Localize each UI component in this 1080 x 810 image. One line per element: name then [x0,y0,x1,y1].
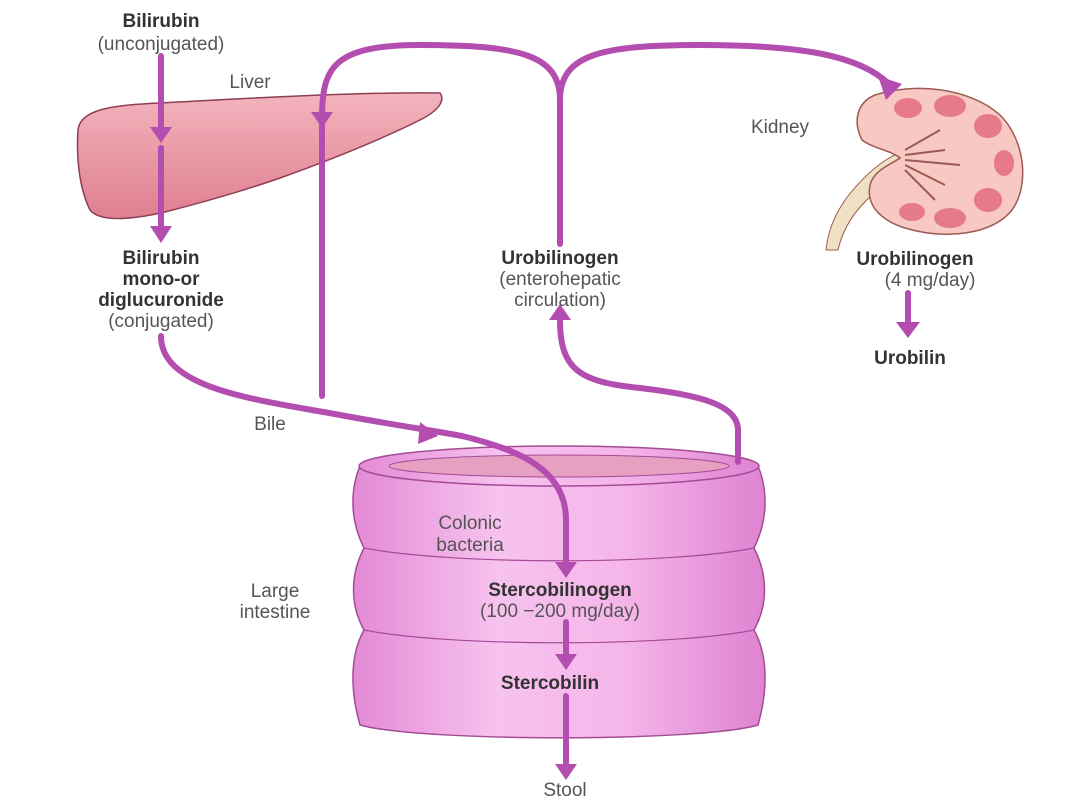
intestine-opening [388,454,730,478]
label-stool: Stool [543,780,587,801]
label-colonic-line1: Colonic [438,513,502,534]
kidney-lobes [894,95,1014,228]
arrow-portal-return [319,41,563,399]
arrowhead-down-stool [555,764,577,780]
kidney-illustration [825,87,1024,251]
arrowhead-down-stercobilinogen [555,562,577,578]
arrowhead-kidney [878,76,902,100]
label-kidney: Kidney [750,117,810,138]
label-bilirubin: Bilirubin [122,11,200,32]
arrow-bile-to-intestine [158,333,465,439]
large-intestine [352,445,766,739]
label-urobilinogen-kidney: Urobilinogen [856,249,974,270]
arrowhead-down-urobilin [896,322,920,338]
label-conjugated-line2: mono-or [122,269,200,290]
liver-illustration [76,92,443,220]
arrow-to-kidney [557,41,893,103]
arrowhead-down-portal [311,112,333,128]
label-colonic-line2: bacteria [436,535,504,556]
label-stercobilin: Stercobilin [500,673,600,694]
label-conjugated-note: (conjugated) [108,311,214,332]
arrowhead-down-stercobilin [555,654,577,670]
arrow-urobilinogen-up [557,317,741,465]
intestine-fold-1 [363,547,755,562]
label-bile: Bile [254,414,286,435]
label-enterohepatic-line1: (enterohepatic [499,269,621,290]
label-urobilinogen-rate: (4 mg/day) [884,270,976,291]
label-large-line1: Large [250,581,300,602]
label-conjugated-line3: diglucuronide [98,290,224,311]
renal-pelvis [904,129,961,201]
arrowhead-up-enterohepatic [549,304,571,320]
intestine-fold-2 [363,629,755,644]
label-stercobilinogen: Stercobilinogen [488,580,632,601]
arrowhead-down-liver [150,127,172,143]
label-urobilinogen-entero: Urobilinogen [501,248,619,269]
label-conjugated-line1: Bilirubin [122,248,200,269]
label-large-line2: intestine [239,602,311,623]
label-urobilin: Urobilin [874,348,946,369]
label-liver: Liver [229,72,271,93]
label-enterohepatic-line2: circulation) [514,290,606,311]
arrow-bile-into-colon [459,433,569,571]
arrowhead-right-bile [418,422,438,444]
arrow-heads [150,76,920,780]
intestine-body [352,465,766,739]
label-stercobilinogen-rate: (100 −200 mg/day) [479,601,640,622]
label-unconjugated: (unconjugated) [97,34,225,55]
arrowhead-down-conjugated [150,226,172,243]
